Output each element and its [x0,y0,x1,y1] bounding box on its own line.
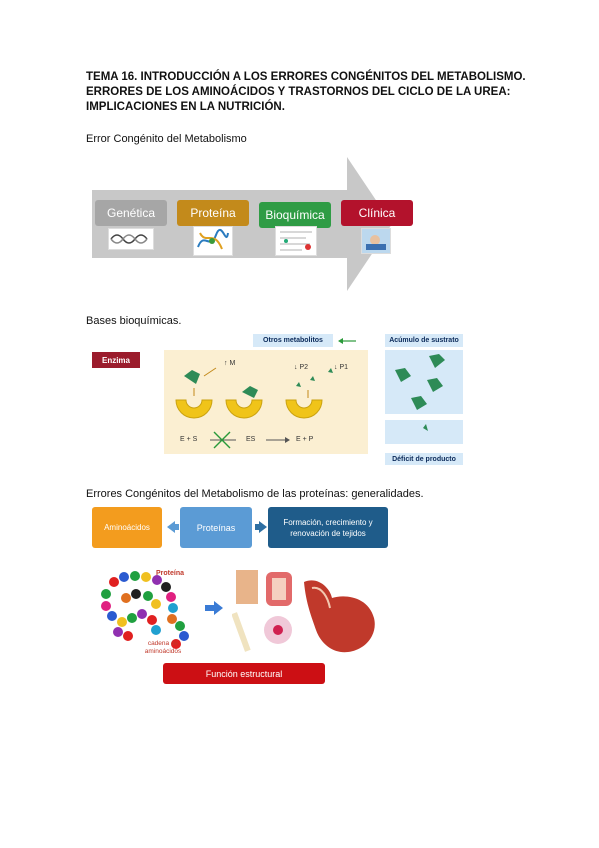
step-bioquimica: Bioquímica [259,202,331,228]
proteina-label: Proteína [156,570,185,577]
proteinas-box: Proteínas [180,507,252,548]
cadena-label: cadena de aminoácidos [144,640,182,655]
formacion-box: Formación, crecimiento y renovación de t… [268,507,388,548]
arrow-left-icon [338,338,356,344]
substrate-shapes [395,354,445,410]
biochemistry-image [275,226,317,256]
flow-arrow-diagram: Genética Proteína Bioquímica Clínica [92,157,413,291]
m-label: ↑ M [224,360,236,367]
enzyme-illustration [175,367,333,449]
deficit-producto-label: Déficit de producto [385,453,463,465]
acumulo-sustrato-label: Acúmulo de sustrato [385,334,463,347]
step-genetica: Genética [95,200,167,226]
acumulo-panel [385,350,463,414]
title-line-3: IMPLICACIONES EN LA NUTRICIÓN. [86,101,285,113]
protein-structure-image [193,226,233,256]
enzyme-reaction-panel: ↑ M ↓ P2 ↓ P1 E + S ES E + P [164,350,368,454]
title-line-2: ERRORES DE LOS AMINOÁCIDOS Y TRASTORNOS … [86,86,511,98]
section-heading-error-congenito: Error Congénito del Metabolismo [86,133,247,145]
tissues-illustration [231,568,380,660]
dna-image [108,228,154,250]
p1-label: ↓ P1 [334,364,349,371]
enzyme-label: Enzima [92,352,140,368]
step-clinica: Clínica [341,200,413,226]
section-heading-proteinas: Errores Congénitos del Metabolismo de la… [86,488,424,500]
arrow-right-icon [255,521,267,533]
tissue-muscle-image [231,570,375,653]
e-plus-p-label: E + P [296,436,314,443]
clinical-image [361,228,391,254]
funcion-estructural-box: Función estructural [163,663,325,684]
e-plus-s-label: E + S [180,436,198,443]
amino-acid-chain-illustration: Proteína cadena de aminoácidos [100,568,196,658]
otros-metabolitos-label: Otros metabolitos [253,334,333,347]
arrow-right-icon [205,601,223,615]
section-heading-bases: Bases bioquímicas. [86,315,182,327]
title-line-1: TEMA 16. INTRODUCCIÓN A LOS ERRORES CONG… [86,71,526,83]
arrow-left-icon [167,521,179,533]
step-proteina: Proteína [177,200,249,226]
aminoacidos-box: Aminoácidos [92,507,162,548]
p2-label: ↓ P2 [294,364,309,371]
es-label: ES [246,436,256,443]
deficit-panel [385,420,463,444]
document-title: TEMA 16. INTRODUCCIÓN A LOS ERRORES CONG… [86,70,526,115]
protein-chain-image [101,571,189,649]
